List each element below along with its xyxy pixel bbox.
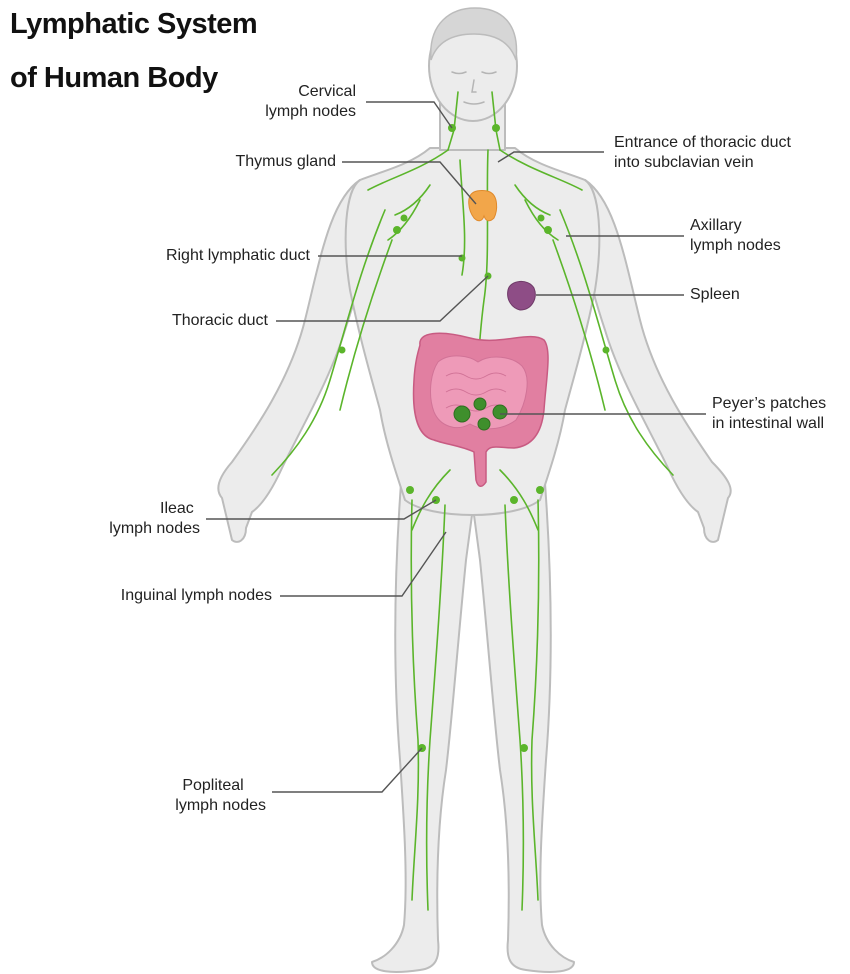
leader-thymus xyxy=(342,161,477,205)
right-arm xyxy=(217,179,366,543)
leader-entrance xyxy=(497,151,604,163)
label-right-lymphatic-duct-line-1: Right lymphatic duct xyxy=(165,247,310,264)
label-popliteal: Popliteal lymph nodes xyxy=(150,776,266,816)
label-inguinal: Inguinal lymph nodes xyxy=(92,586,272,606)
label-entrance-thoracic-duct: Entrance of thoracic duct into subclavia… xyxy=(614,133,791,173)
label-axillary-line-1: Axillary xyxy=(690,217,742,234)
small-intestine xyxy=(430,355,528,430)
right-leg xyxy=(371,469,475,973)
leader-ileac xyxy=(206,499,437,520)
leader-lines xyxy=(206,101,706,793)
spleen-organ xyxy=(507,281,536,311)
label-ileac-line-1: Ileac xyxy=(160,500,194,517)
face xyxy=(451,71,497,105)
leader-inguinal xyxy=(280,531,447,597)
label-ileac: Ileac lymph nodes xyxy=(92,499,200,539)
label-thoracic-duct-line-1: Thoracic duct xyxy=(171,312,268,329)
peyers-patches xyxy=(453,397,508,431)
label-peyers-line-2: in intestinal wall xyxy=(712,415,825,432)
label-cervical-line-1: Cervical xyxy=(298,83,356,100)
label-cervical: Cervical lymph nodes xyxy=(246,82,356,122)
label-thymus-line-1: Thymus gland xyxy=(235,153,337,170)
left-arm xyxy=(584,179,732,543)
thymus-organ xyxy=(468,190,498,222)
label-peyers-line-1: Peyer’s patches xyxy=(712,395,827,412)
label-peyers-patches: Peyer’s patches in intestinal wall xyxy=(712,394,826,434)
label-cervical-line-2: lymph nodes xyxy=(265,103,356,120)
page-title-line-1: Lymphatic System xyxy=(10,8,258,40)
label-thoracic-duct: Thoracic duct xyxy=(140,311,268,331)
label-axillary: Axillary lymph nodes xyxy=(690,216,781,256)
label-inguinal-line-1: Inguinal lymph nodes xyxy=(120,587,272,604)
leader-popliteal xyxy=(272,747,423,793)
label-spleen: Spleen xyxy=(690,285,740,305)
lymph-vessels xyxy=(271,91,674,911)
label-spleen-line-1: Spleen xyxy=(690,286,740,303)
leader-thoracic xyxy=(276,275,489,322)
label-entrance-line-2: into subclavian vein xyxy=(614,154,754,171)
leader-cervical xyxy=(366,101,453,129)
hair xyxy=(430,7,518,61)
page-title-line-2: of Human Body xyxy=(10,62,218,94)
label-popliteal-line-1: Popliteal xyxy=(182,777,244,794)
label-axillary-line-2: lymph nodes xyxy=(690,237,781,254)
left-leg xyxy=(471,469,575,973)
label-thymus: Thymus gland xyxy=(200,152,337,172)
label-entrance-line-1: Entrance of thoracic duct xyxy=(614,134,791,151)
label-right-lymphatic-duct: Right lymphatic duct xyxy=(126,246,310,266)
lymph-nodes xyxy=(338,124,610,752)
label-popliteal-line-2: lymph nodes xyxy=(175,797,266,814)
label-ileac-line-2: lymph nodes xyxy=(109,520,200,537)
